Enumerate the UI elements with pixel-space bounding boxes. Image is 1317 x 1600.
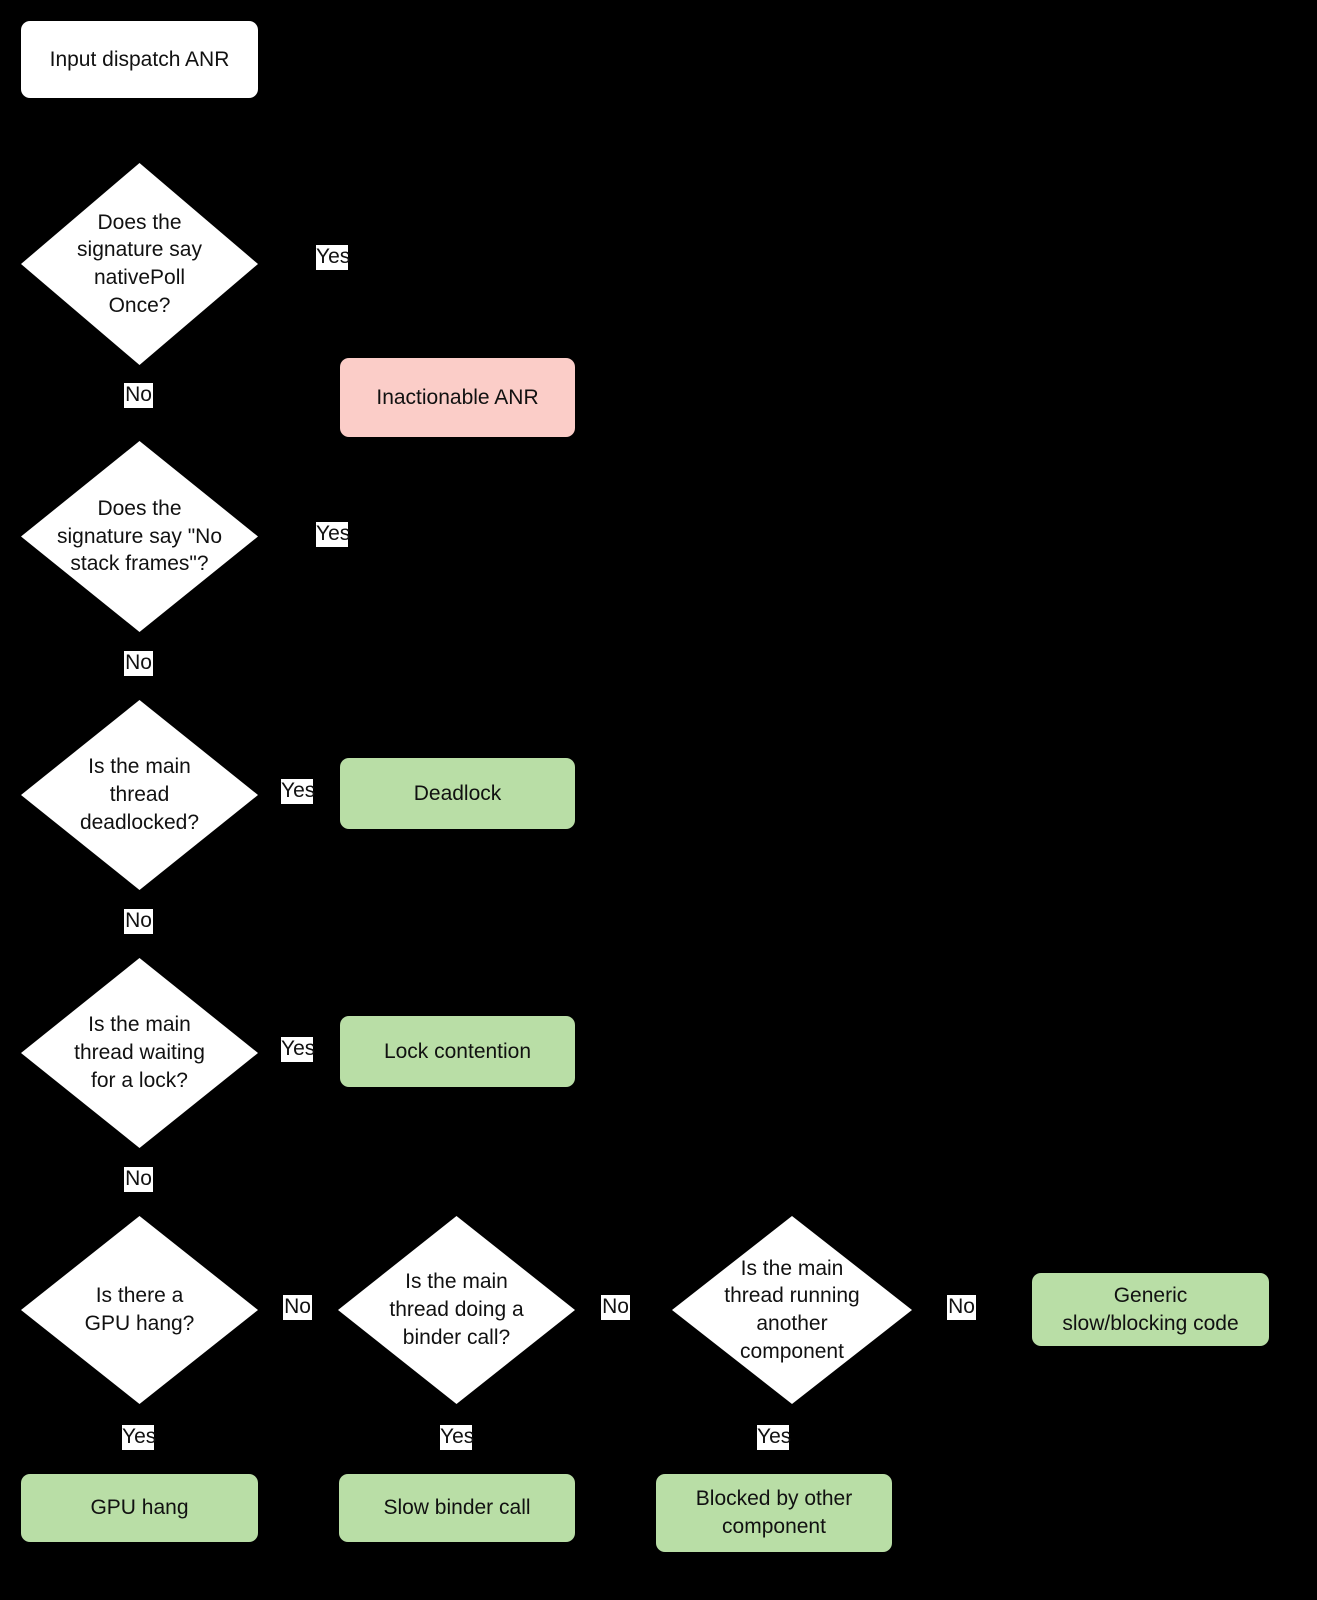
edge-start-to-nativepoll xyxy=(138,98,140,164)
node-inactionable-anr[interactable]: Inactionable ANR xyxy=(340,358,575,437)
node-result-deadlock[interactable]: Deadlock xyxy=(340,758,575,829)
edge-label-deadlocked-no: No xyxy=(124,909,153,935)
diamond-shape xyxy=(21,700,258,890)
edge-label-gpuhang-yes: Yes xyxy=(122,1425,156,1451)
edge-label-nostackframes-no: No xyxy=(124,651,153,677)
node-decision-main-thread-waiting-lock[interactable]: Is the main thread waiting for a lock? xyxy=(21,958,258,1148)
node-start-input-dispatch-anr[interactable]: Input dispatch ANR xyxy=(21,21,258,98)
node-result-blocked-by-other-component[interactable]: Blocked by other component xyxy=(656,1474,892,1552)
diamond-shape xyxy=(21,958,258,1148)
diamond-shape xyxy=(21,163,258,365)
edge-label-othercomponent-no: No xyxy=(947,1295,976,1321)
node-result-lock-contention[interactable]: Lock contention xyxy=(340,1016,575,1087)
edge-label-nostackframes-yes: Yes xyxy=(316,522,350,548)
node-decision-gpu-hang[interactable]: Is there a GPU hang? xyxy=(21,1216,258,1404)
edge-label-waitinglock-no: No xyxy=(124,1167,153,1193)
diamond-shape xyxy=(21,1216,258,1404)
node-decision-binder-call[interactable]: Is the main thread doing a binder call? xyxy=(338,1216,575,1404)
edge-label-nativepoll-yes: Yes xyxy=(316,245,350,271)
node-decision-running-another-component[interactable]: Is the main thread running another compo… xyxy=(672,1216,912,1404)
node-result-slow-binder-call[interactable]: Slow binder call xyxy=(339,1474,575,1542)
edge-label-gpuhang-no: No xyxy=(283,1295,312,1321)
diamond-shape xyxy=(338,1216,575,1404)
node-decision-main-thread-deadlocked[interactable]: Is the main thread deadlocked? xyxy=(21,700,258,890)
node-decision-native-poll-once[interactable]: Does the signature say nativePoll Once? xyxy=(21,163,258,365)
edge-label-deadlocked-yes: Yes xyxy=(281,779,315,805)
node-result-gpu-hang[interactable]: GPU hang xyxy=(21,1474,258,1542)
diamond-shape xyxy=(672,1216,912,1404)
node-decision-no-stack-frames[interactable]: Does the signature say "No stack frames"… xyxy=(21,441,258,632)
edge-label-waitinglock-yes: Yes xyxy=(281,1037,315,1063)
edge-nativepoll-yes-to-inactionable xyxy=(258,263,340,265)
edge-label-bindercall-yes: Yes xyxy=(440,1425,474,1451)
edge-label-othercomponent-yes: Yes xyxy=(757,1425,791,1451)
edge-inactionable-drop xyxy=(339,263,341,358)
edge-nostackframes-yes xyxy=(258,536,340,538)
node-result-generic-slow-blocking-code[interactable]: Generic slow/blocking code xyxy=(1032,1273,1269,1346)
edge-label-bindercall-no: No xyxy=(601,1295,630,1321)
edge-label-nativepoll-no: No xyxy=(124,383,153,409)
diamond-shape xyxy=(21,441,258,632)
